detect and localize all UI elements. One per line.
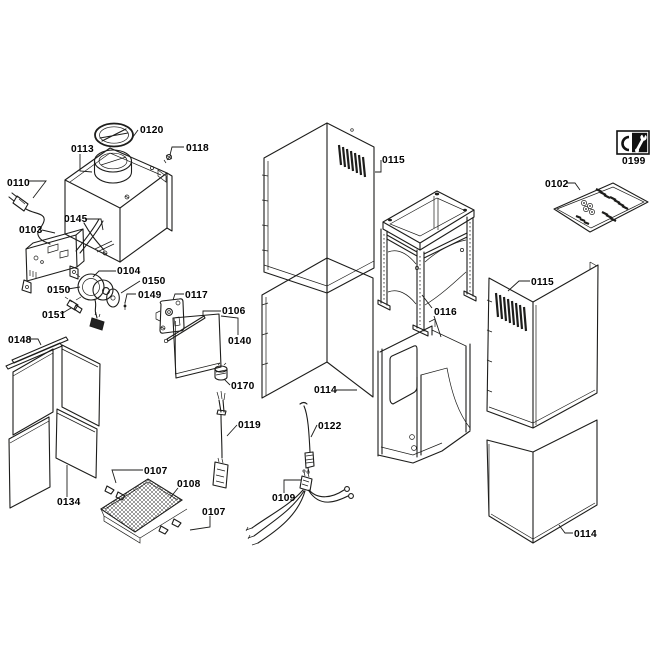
chimney-panel-upper-right: [486, 261, 599, 429]
part-label-0106: 0106: [222, 306, 246, 317]
screw-0118: [163, 154, 173, 164]
part-label-0102: 0102: [545, 179, 569, 190]
part-label-0148: 0148: [8, 335, 32, 346]
part-label-0122: 0122: [318, 421, 342, 432]
service-tools-icon: [616, 130, 650, 155]
part-labels: 0120 0113 0118 0110 0145 0103 0104 0150 …: [7, 125, 646, 540]
sensor-0122: [299, 401, 315, 474]
part-label-0114-middle: 0114: [314, 385, 337, 396]
support-frame-lower-housing: [377, 318, 471, 464]
part-label-0108: 0108: [177, 479, 201, 490]
part-label-0110: 0110: [7, 178, 30, 189]
hardware-kit-0102: [553, 182, 649, 233]
vent-grille: [494, 292, 528, 332]
part-label-0149: 0149: [138, 290, 162, 301]
part-label-0150-left: 0150: [47, 285, 71, 296]
part-label-0199: 0199: [622, 156, 646, 167]
part-label-0109: 0109: [272, 493, 296, 504]
part-label-0140: 0140: [228, 336, 252, 347]
connector-0151: [64, 296, 83, 314]
part-label-0151: 0151: [42, 310, 66, 321]
filter-clips-0107: [104, 485, 182, 535]
part-label-0170: 0170: [231, 381, 255, 392]
chimney-panel-lower-middle: [261, 257, 374, 399]
chimney-panel-upper-middle: [261, 122, 375, 294]
roller-0170: [214, 362, 228, 381]
strip-0106: [163, 315, 206, 344]
canopy-assembly: [64, 122, 173, 263]
chimney-panel-lower-right: [486, 419, 598, 544]
part-label-0117: 0117: [185, 290, 208, 301]
cable-0119: [212, 390, 229, 489]
harness-0109: [245, 469, 354, 546]
outlet-cover: [94, 122, 134, 148]
wrench-glyph: [635, 133, 647, 153]
part-label-0114-right: 0114: [574, 529, 597, 540]
control-module: [21, 228, 85, 294]
filter-panels-0134: [8, 408, 98, 509]
power-cord: [8, 192, 51, 245]
part-label-0120: 0120: [140, 125, 164, 136]
part-label-0115-middle: 0115: [382, 155, 405, 166]
part-label-0134: 0134: [57, 497, 81, 508]
switch-0117: [155, 298, 185, 334]
part-label-0104: 0104: [117, 266, 141, 277]
part-label-0107-b: 0107: [202, 507, 226, 518]
part-label-0119: 0119: [238, 420, 261, 431]
support-frame: [377, 190, 477, 337]
part-label-0145: 0145: [64, 214, 88, 225]
motor-group: [64, 273, 127, 331]
part-label-0116: 0116: [434, 307, 457, 318]
part-label-0115-right: 0115: [531, 277, 554, 288]
corner-frame-0148: [5, 336, 101, 436]
leader-lines: [28, 129, 581, 534]
glass-panel-0140: [172, 313, 222, 379]
grease-filter-0108: [99, 478, 188, 544]
vent-grille: [337, 144, 367, 178]
part-label-0118: 0118: [186, 143, 209, 154]
part-label-0150-right: 0150: [142, 276, 166, 287]
part-label-0107-a: 0107: [144, 466, 168, 477]
part-label-0113: 0113: [71, 144, 94, 155]
part-label-0103: 0103: [19, 225, 43, 236]
